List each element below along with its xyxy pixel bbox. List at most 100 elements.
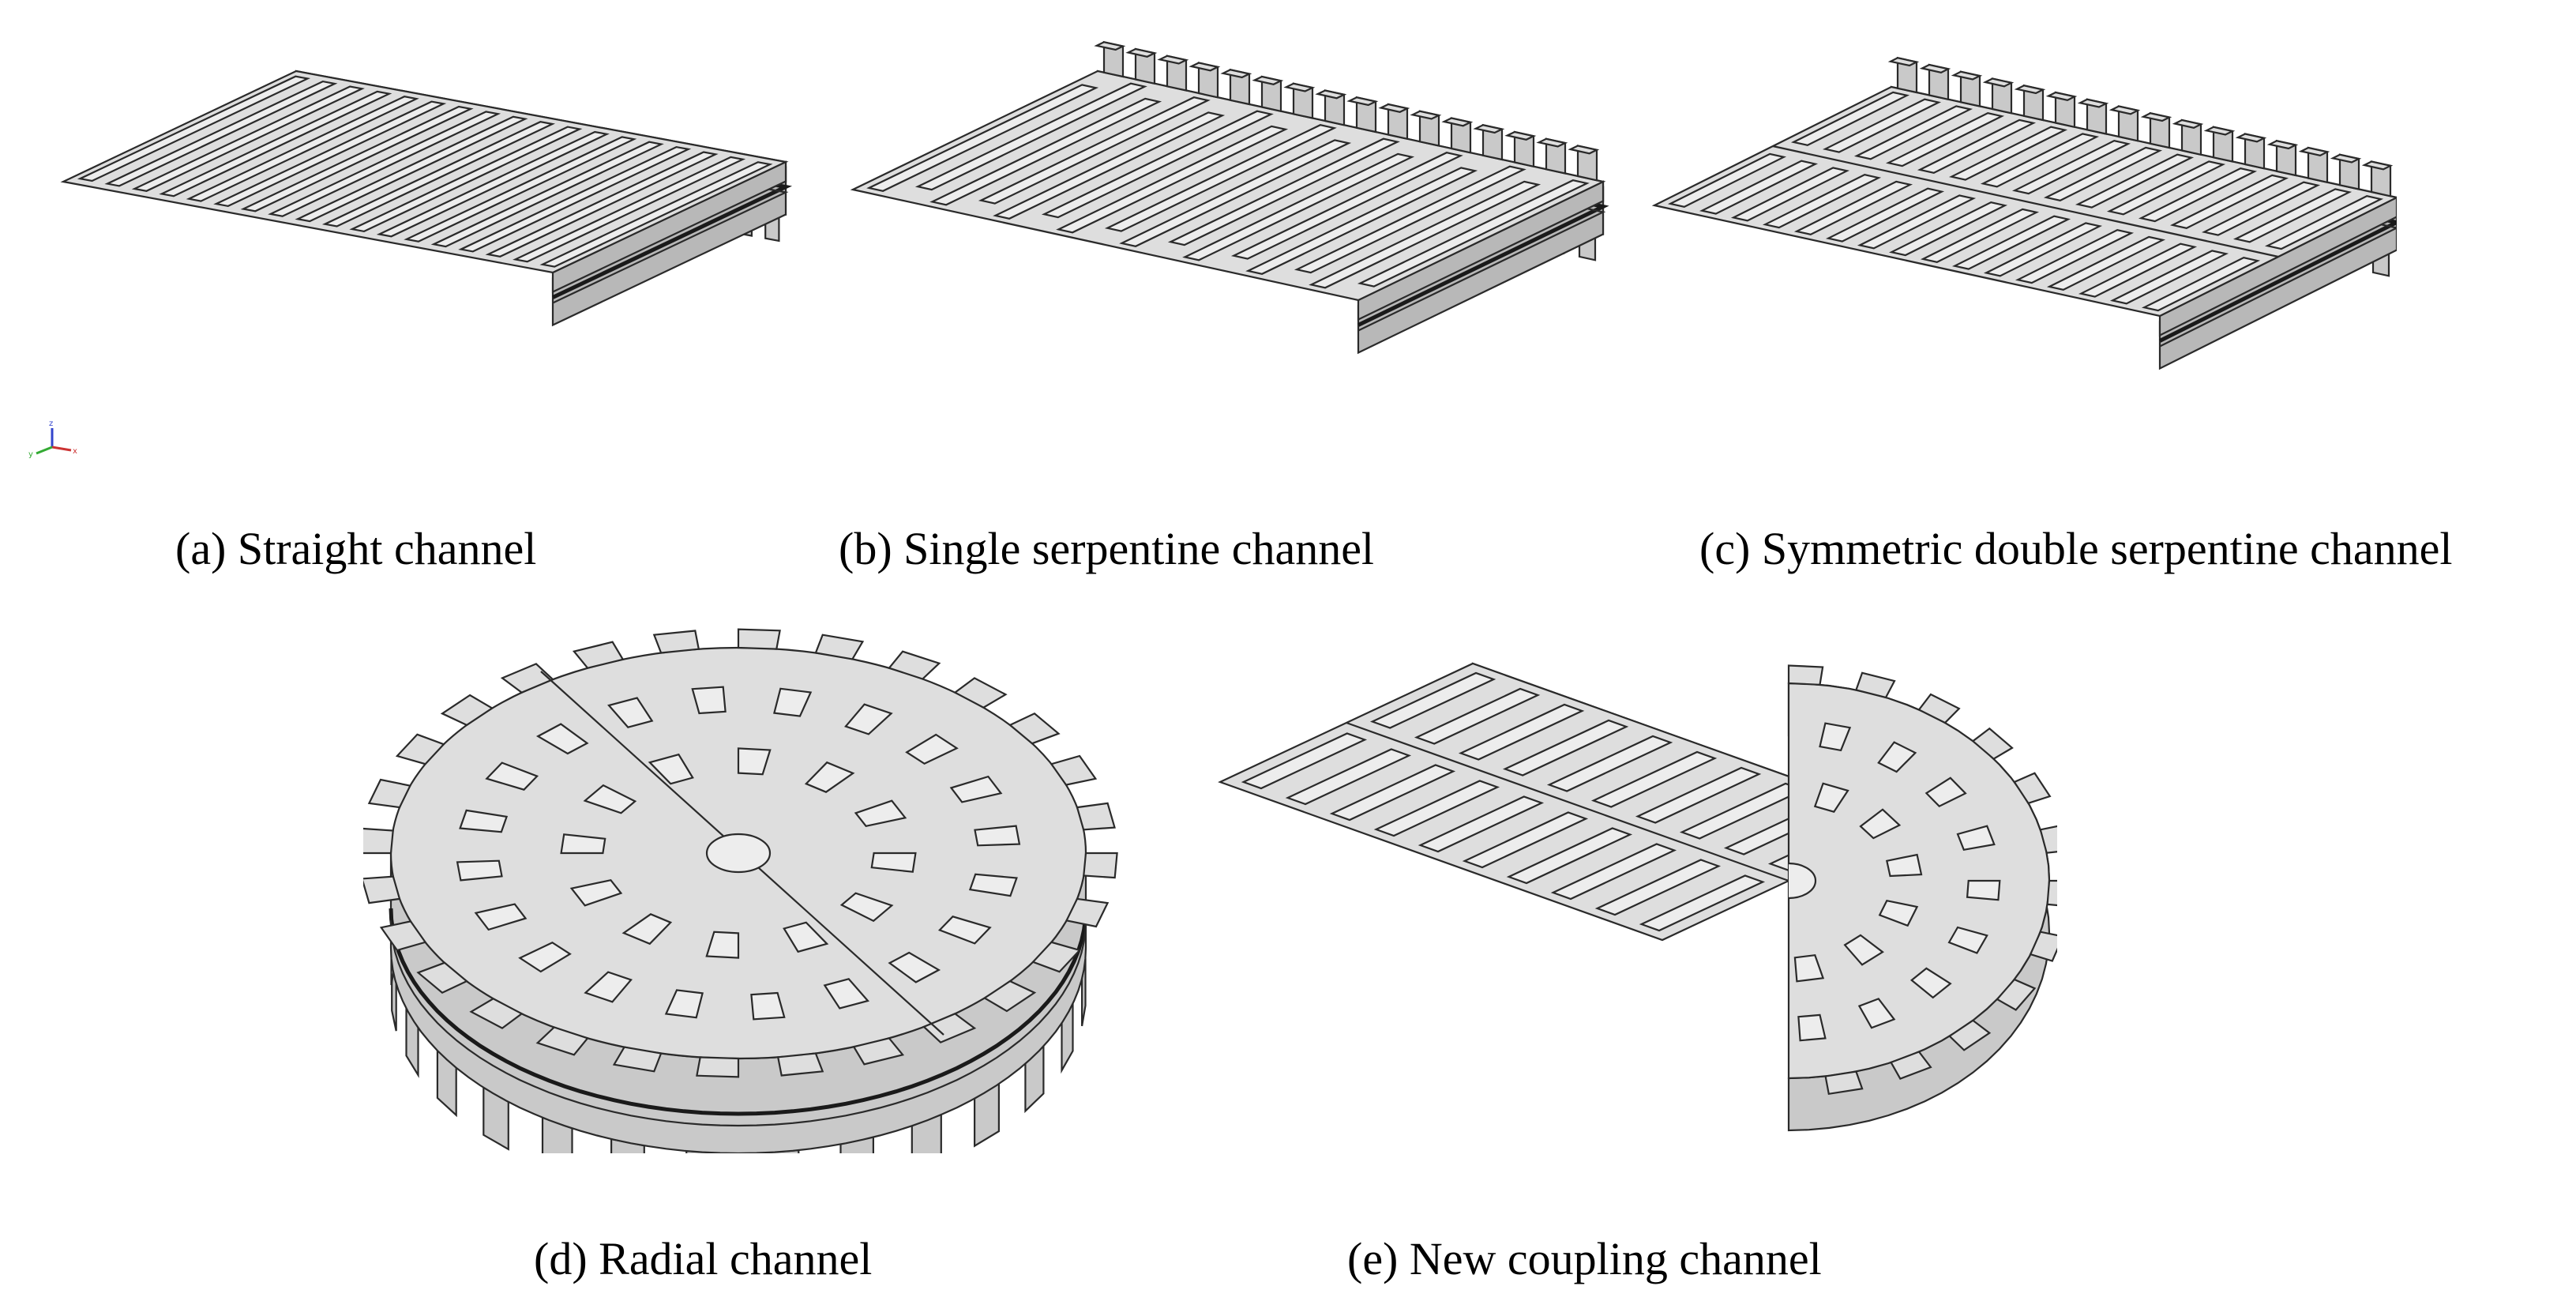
rib-upper-top [1283,82,1316,92]
trapezoid-hole [888,951,941,983]
trapezoid-hole [937,916,992,945]
channel-groove [295,115,528,223]
channel-groove [1294,165,1526,274]
channel-groove [1506,827,1633,885]
channel-groove [1853,105,1973,160]
rib-upper-top [2266,140,2299,150]
rim-tooth [814,634,865,660]
rim-tooth [1971,727,2014,761]
channel-groove [1502,719,1629,776]
trapezoid-hole [583,784,637,814]
channel-groove [1245,167,1478,275]
rib-upper-top [2045,91,2078,101]
trapezoid-hole [844,703,893,735]
trapezoid-hole [905,733,959,765]
channel-groove [2232,188,2353,243]
trapezoid-hole [474,903,528,931]
rim-tooth [416,961,469,994]
trapezoid-hole [823,978,869,1010]
rib-upper-top [1568,145,1600,155]
channel-groove [1790,91,1910,146]
rib-upper-top [2235,133,2267,143]
trapezoid-hole [737,747,772,776]
channel-groove [2075,153,2195,209]
rim-tooth [2046,879,2057,907]
channel-groove [1822,98,1942,153]
channel-groove [1594,859,1722,916]
trapezoid-hole [1843,934,1884,966]
channel-groove [2046,235,2166,291]
trapezoid-hole [648,753,694,785]
rim-tooth [363,875,401,904]
trapezoid-hole [1956,825,1996,852]
channel-groove [1462,811,1589,869]
trapezoid-hole [485,761,539,791]
trapezoid-hole [1813,782,1849,813]
rib-upper-top [1315,89,1347,100]
channel-groove [1639,874,1766,932]
rib-upper-top [2361,160,2394,171]
trapezoid-hole [1793,954,1825,983]
rim-tooth [922,1013,977,1043]
rib-upper-top [1125,47,1158,58]
rim-tooth [2029,931,2057,962]
channel-groove [1241,732,1368,790]
rim-tooth [1050,754,1098,786]
rib-upper-top [2140,112,2172,122]
channel-groove [2109,250,2229,305]
trapezoid-hole [535,723,589,755]
channel-groove [1550,843,1677,901]
svg-text:z: z [49,419,53,428]
rim-tooth [737,628,781,650]
rim-tooth [500,663,555,694]
trapezoid-hole [664,989,704,1019]
center-hole [1788,862,1817,900]
membrane-line [389,908,1088,1116]
channel-groove [1104,124,1337,232]
rim-tooth [1917,693,1961,724]
rib-upper-top [1951,70,1983,81]
channel-groove [1182,152,1415,261]
channel-groove [1920,208,2040,263]
rib-upper-top [2298,146,2330,156]
channel-groove [321,121,556,227]
rim-tooth [1854,671,1896,699]
channel-groove [376,130,610,238]
rib-upper-top [1188,62,1221,72]
channel-groove [1980,133,2100,188]
channel-groove [1369,671,1496,729]
rim-tooth [953,677,1008,709]
caption-a: (a) Straight channel [175,523,537,574]
trapezoid-hole [459,809,509,833]
trapezoid-hole [1966,879,2001,901]
trapezoid-hole [750,991,786,1021]
channel-groove [1948,126,2068,181]
trapezoid-hole [1947,926,1988,954]
channel-groove [1888,201,2008,257]
rim-tooth [696,1056,740,1078]
rim-tooth [379,920,427,952]
rim-tooth [1008,713,1061,745]
caption-e: (e) New coupling channel [1347,1233,1822,1284]
trapezoid-hole [773,687,813,717]
rim-tooth [1787,664,1824,686]
channel-groove [104,80,338,187]
rim-tooth [776,1052,824,1077]
channel-groove [1667,152,1787,208]
rib-upper-top [1378,103,1410,113]
caption-d: (d) Radial channel [534,1233,873,1284]
rib-upper-top [1441,117,1474,127]
trapezoid-hole [1878,899,1919,927]
center-hole [705,833,772,874]
rib-upper-top [1887,57,1920,67]
channel-groove [1793,180,1913,235]
trapezoid-hole [949,775,1003,803]
rib-upper-top [1094,41,1126,51]
channel-groove [2264,195,2384,250]
rim-tooth [888,650,941,680]
trapezoid-hole [569,878,623,907]
channel-groove [914,82,1147,191]
rib-upper-top [1220,69,1252,79]
channel-groove [993,111,1226,220]
